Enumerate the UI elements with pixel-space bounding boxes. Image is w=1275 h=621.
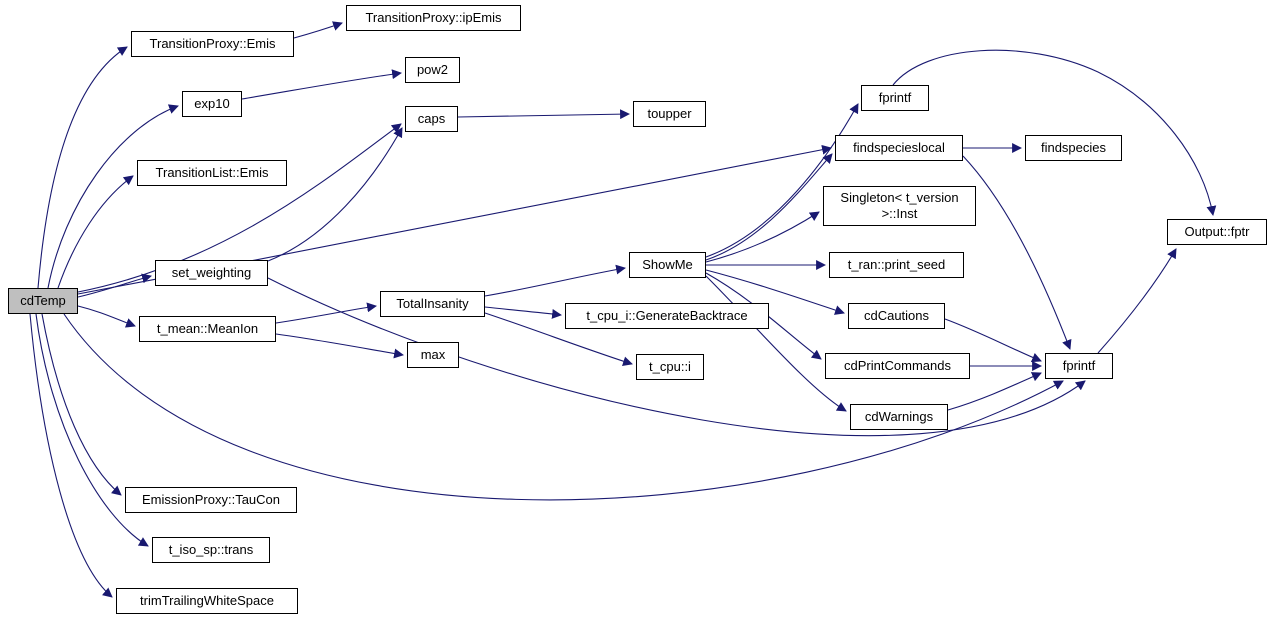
edge-cdTemp-to-TransitionList_Emis — [57, 175, 134, 289]
edge-TotalInsanity-to-t_cpu_i_GenerateBacktrace — [484, 306, 562, 319]
edge-ShowMe-to-Singleton_t_version_Inst — [705, 211, 820, 263]
edge-cdTemp-to-trimTrailingWhiteSpace — [29, 313, 113, 598]
graph-node-exp10[interactable]: exp10 — [182, 91, 242, 117]
edge-set_weighting-to-fprintf_right — [267, 277, 1086, 437]
edge-caps-to-toupper — [457, 109, 630, 120]
edge-ShowMe-to-cdPrintCommands — [705, 272, 822, 360]
edge-cdTemp-to-t_mean_MeanIon — [77, 305, 136, 328]
graph-node-cdPrintCommands[interactable]: cdPrintCommands — [825, 353, 970, 379]
graph-node-TransitionProxy_Emis[interactable]: TransitionProxy::Emis — [131, 31, 294, 57]
graph-node-cdTemp[interactable]: cdTemp — [8, 288, 78, 314]
edge-cdTemp-to-EmissionProxy_TauCon — [41, 313, 122, 496]
edge-TotalInsanity-to-ShowMe — [484, 264, 626, 297]
edge-cdTemp-to-exp10 — [47, 104, 179, 289]
edge-cdCautions-to-fprintf_right — [944, 318, 1042, 363]
graph-node-t_ran_print_seed[interactable]: t_ran::print_seed — [829, 252, 964, 278]
graph-node-Singleton_t_version_Inst[interactable]: Singleton< t_version >::Inst — [823, 186, 976, 226]
edge-t_mean_MeanIon-to-max — [275, 333, 404, 359]
edge-ShowMe-to-cdWarnings — [705, 275, 847, 412]
graph-node-cdWarnings[interactable]: cdWarnings — [850, 404, 948, 430]
graph-node-findspecies[interactable]: findspecies — [1025, 135, 1122, 161]
graph-node-EmissionProxy_TauCon[interactable]: EmissionProxy::TauCon — [125, 487, 297, 513]
graph-node-trimTrailingWhiteSpace[interactable]: trimTrailingWhiteSpace — [116, 588, 298, 614]
edge-cdTemp-to-TransitionProxy_Emis — [37, 46, 128, 289]
graph-node-t_mean_MeanIon[interactable]: t_mean::MeanIon — [139, 316, 276, 342]
edge-TransitionProxy_Emis-to-TransitionProxy_ipEmis — [293, 21, 343, 39]
graph-node-set_weighting[interactable]: set_weighting — [155, 260, 268, 286]
graph-node-fprintf_top[interactable]: fprintf — [861, 85, 929, 111]
edge-ShowMe-to-findspecieslocal — [705, 153, 833, 261]
graph-node-t_iso_sp_trans[interactable]: t_iso_sp::trans — [152, 537, 270, 563]
graph-node-caps[interactable]: caps — [405, 106, 458, 132]
edge-ShowMe-to-fprintf_top — [705, 103, 859, 258]
graph-node-fprintf_right[interactable]: fprintf — [1045, 353, 1113, 379]
edge-fprintf_top-to-Output_fptr — [892, 49, 1217, 216]
graph-node-Output_fptr[interactable]: Output::fptr — [1167, 219, 1267, 245]
graph-node-TotalInsanity[interactable]: TotalInsanity — [380, 291, 485, 317]
graph-node-TransitionProxy_ipEmis[interactable]: TransitionProxy::ipEmis — [346, 5, 521, 31]
edge-cdWarnings-to-fprintf_right — [947, 372, 1042, 411]
graph-node-t_cpu_i_GenerateBacktrace[interactable]: t_cpu_i::GenerateBacktrace — [565, 303, 769, 329]
edge-ShowMe-to-cdCautions — [705, 269, 845, 315]
graph-node-t_cpu_i[interactable]: t_cpu::i — [636, 354, 704, 380]
graph-node-pow2[interactable]: pow2 — [405, 57, 460, 83]
graph-node-max[interactable]: max — [407, 342, 459, 368]
edge-TotalInsanity-to-t_cpu_i — [484, 312, 633, 367]
edge-set_weighting-to-caps — [267, 127, 403, 262]
graph-node-toupper[interactable]: toupper — [633, 101, 706, 127]
graph-node-ShowMe[interactable]: ShowMe — [629, 252, 706, 278]
edge-t_mean_MeanIon-to-TotalInsanity — [275, 302, 377, 324]
graph-node-findspecieslocal[interactable]: findspecieslocal — [835, 135, 963, 161]
graph-node-cdCautions[interactable]: cdCautions — [848, 303, 945, 329]
edge-cdTemp-to-t_iso_sp_trans — [35, 313, 149, 547]
edge-cdTemp-to-fprintf_right — [63, 313, 1064, 501]
edge-cdTemp-to-caps — [77, 123, 402, 293]
graph-node-TransitionList_Emis[interactable]: TransitionList::Emis — [137, 160, 287, 186]
edge-findspecieslocal-to-fprintf_right — [962, 155, 1072, 350]
edge-fprintf_right-to-Output_fptr — [1097, 248, 1177, 354]
edge-exp10-to-pow2 — [241, 69, 402, 100]
